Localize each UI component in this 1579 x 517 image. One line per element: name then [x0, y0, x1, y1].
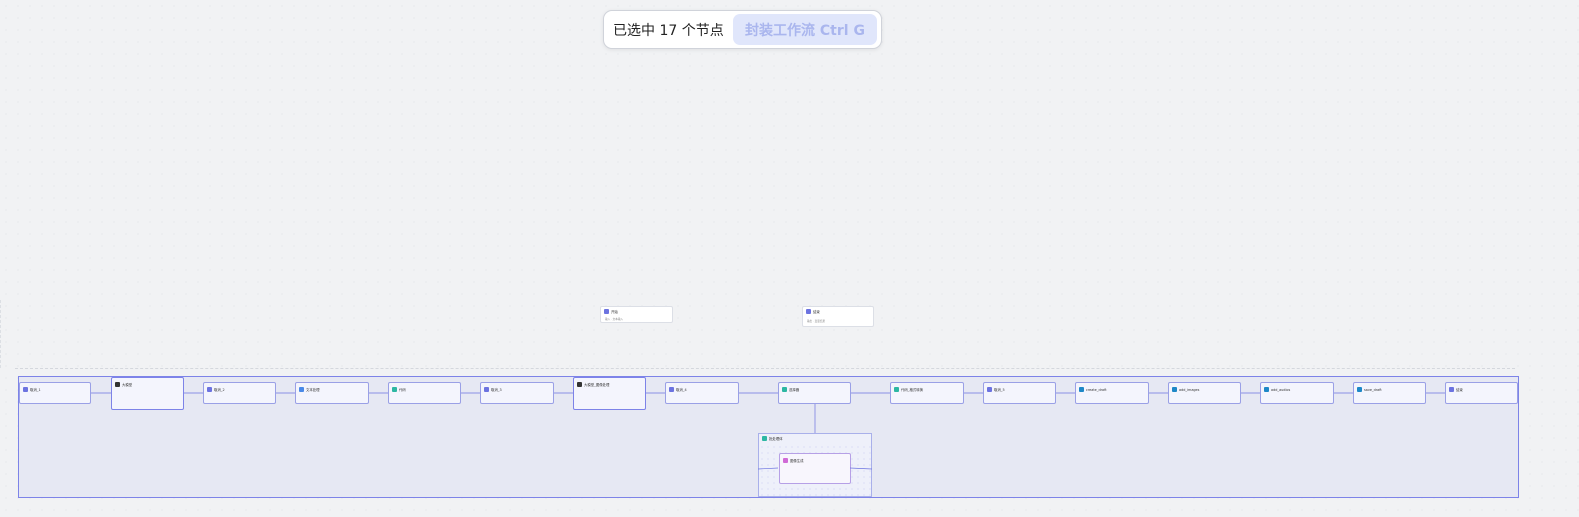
guide-line-horizontal: [15, 368, 1515, 369]
node-title: 选择器: [789, 388, 800, 392]
start-icon: [604, 309, 609, 314]
start-node[interactable]: 开始 输入 · 文本输入: [600, 306, 673, 323]
node-title: add_images: [1179, 387, 1200, 392]
guide-line-vertical: [0, 300, 1, 368]
node-icon: [1172, 387, 1177, 392]
node-icon: [115, 382, 120, 387]
node-title: 取消_1: [30, 388, 41, 392]
node-title: 取消_5: [994, 388, 1005, 392]
end-node-row: 输出 · 变量结果: [807, 320, 826, 323]
node-title: 文本处理: [306, 388, 320, 392]
node-title: 取消_3: [491, 388, 502, 392]
node-title: 取消_4: [676, 388, 687, 392]
node-title: 大模型_图像处理: [584, 383, 610, 387]
node-title: 大模型: [122, 383, 133, 387]
workflow-node[interactable]: 取消_2: [203, 382, 276, 404]
workflow-node[interactable]: create_draft: [1075, 382, 1149, 404]
node-icon: [484, 387, 489, 392]
node-icon: [1264, 387, 1269, 392]
wrap-workflow-button[interactable]: 封装工作流 Ctrl G: [733, 14, 877, 45]
workflow-node[interactable]: 大模型_图像处理: [573, 377, 646, 410]
node-icon: [669, 387, 674, 392]
workflow-node[interactable]: 取消_4: [665, 382, 739, 404]
node-title: 结束: [1456, 388, 1463, 392]
node-icon: [392, 387, 397, 392]
node-icon: [894, 387, 899, 392]
node-icon: [1079, 387, 1084, 392]
workflow-node[interactable]: 选择器: [778, 382, 851, 404]
batch-container-node[interactable]: 批处理体 图像生成: [758, 433, 872, 497]
inner-node[interactable]: 图像生成: [779, 453, 851, 484]
selection-toolbar: 已选中 17 个节点 封装工作流 Ctrl G: [603, 10, 882, 49]
end-node-title: 结束: [813, 310, 820, 314]
node-icon: [987, 387, 992, 392]
workflow-node[interactable]: 大模型: [111, 377, 184, 410]
workflow-node[interactable]: 代码: [388, 382, 461, 404]
batch-node-title: 批处理体: [769, 437, 783, 441]
node-icon: [207, 387, 212, 392]
node-icon: [1357, 387, 1362, 392]
workflow-node[interactable]: 结束: [1445, 382, 1518, 404]
node-title: create_draft: [1086, 387, 1107, 392]
node-icon: [1449, 387, 1454, 392]
workflow-node[interactable]: 取消_1: [19, 382, 91, 404]
start-node-title: 开始: [611, 310, 618, 314]
workflow-node[interactable]: 取消_3: [480, 382, 554, 404]
node-title: add_audios: [1271, 387, 1291, 392]
end-icon: [806, 309, 811, 314]
workflow-node[interactable]: add_images: [1168, 382, 1241, 404]
workflow-node[interactable]: 代码_格式转换: [890, 382, 964, 404]
image-icon: [783, 458, 788, 463]
node-title: 取消_2: [214, 388, 225, 392]
node-icon: [299, 387, 304, 392]
workflow-node[interactable]: 文本处理: [295, 382, 369, 404]
batch-icon: [762, 436, 767, 441]
start-node-row: 输入 · 文本输入: [605, 318, 624, 321]
workflow-node[interactable]: 取消_5: [983, 382, 1056, 404]
node-title: 代码_格式转换: [901, 388, 924, 392]
inner-node-title: 图像生成: [790, 459, 804, 463]
node-icon: [577, 382, 582, 387]
selection-count-label: 已选中 17 个节点: [613, 22, 724, 39]
node-icon: [23, 387, 28, 392]
end-node[interactable]: 结束 输出 · 变量结果: [802, 306, 874, 327]
workflow-node[interactable]: add_audios: [1260, 382, 1334, 404]
node-title: 代码: [399, 388, 406, 392]
node-title: save_draft: [1364, 387, 1382, 392]
workflow-node[interactable]: save_draft: [1353, 382, 1426, 404]
node-icon: [782, 387, 787, 392]
